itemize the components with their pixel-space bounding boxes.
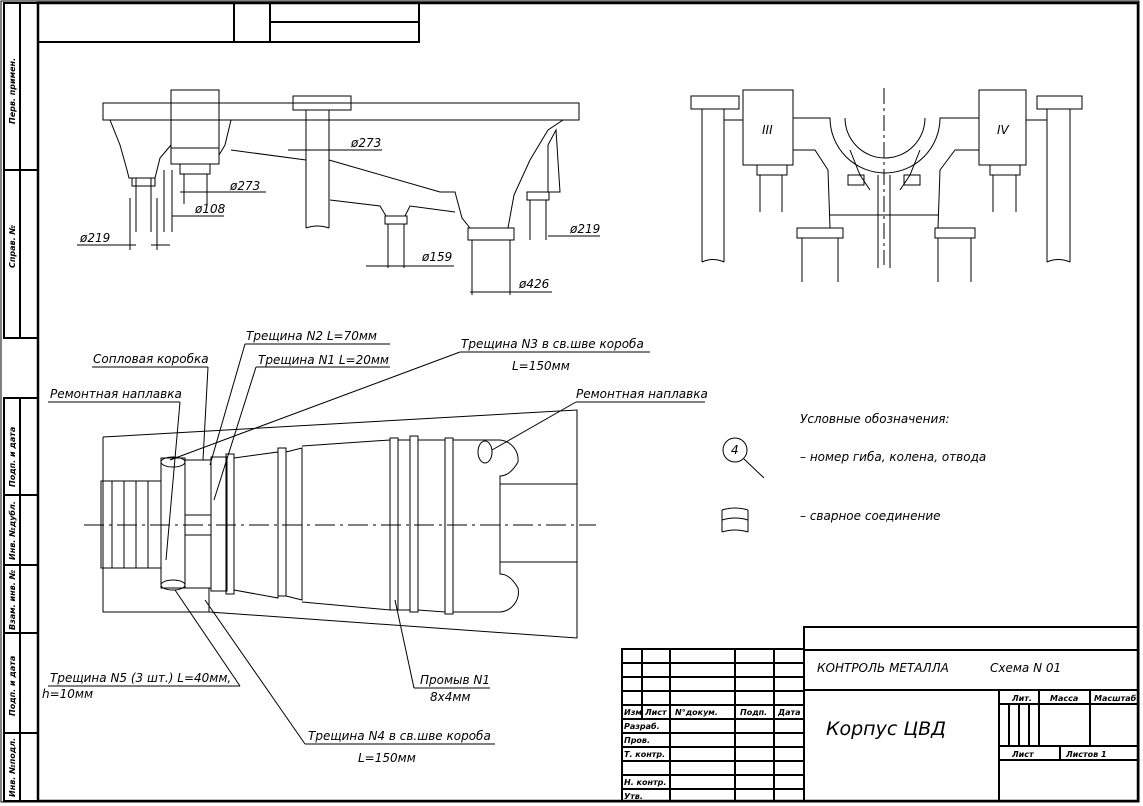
section-mark-iii: III [762,123,773,137]
dim-d159: ø159 [421,250,452,264]
side-strip [3,2,39,802]
legend-bend-text: – номер гиба, колена, отвода [800,450,986,464]
title-scheme: Схема N 01 [990,661,1061,675]
dim-d219-left: ø219 [79,231,110,245]
col-list: Лист [644,708,668,717]
row-razrab: Разраб. [624,721,660,731]
side-strip-labels: Перв. примен. Справ. № Подп. и дата Инв.… [7,58,17,797]
side-vzam-inv: Взам. инв. № [8,569,17,630]
callout-crack-n3-length: L=150мм [512,359,570,373]
dim-d273-a: ø273 [350,136,381,150]
legend-symbols [721,437,765,533]
cell-listov: Листов 1 [1065,750,1107,759]
dim-d219-right: ø219 [569,222,600,236]
legend: Условные обозначения: 4 – номер гиба, ко… [731,412,986,523]
callout-washout-n1-size: 8x4мм [430,690,470,704]
side-podp-data-1: Подп. и дата [8,427,17,487]
col-izm: Изм [624,708,642,717]
callout-crack-n2: Трещина N2 L=70мм [246,329,377,343]
row-tkontr: Т. контр. [624,750,665,759]
callout-repair-left: Ремонтная наплавка [50,387,182,401]
cell-lit: Лит. [1011,694,1032,703]
side-inv-dubl: Инв. №дубл. [7,501,17,560]
bend-number-icon [722,437,748,463]
dim-d273-b: ø273 [229,179,260,193]
dim-d426: ø426 [518,277,550,291]
dimension-labels: ø273 ø273 ø108 ø219 ø219 ø159 ø426 III I… [79,123,1010,291]
col-podp: Подп. [740,708,767,717]
section-mark-iv: IV [997,123,1010,137]
title-name: Корпус ЦВД [826,718,946,740]
title-block-labels: КОНТРОЛЬ МЕТАЛЛА Схема N 01 Корпус ЦВД И… [624,661,1137,801]
callout-repair-right: Ремонтная наплавка [576,387,708,401]
weld-joint-icon [721,507,749,533]
title-block [621,626,1139,802]
side-podp-data-2: Подп. и дата [8,656,17,716]
title-header: КОНТРОЛЬ МЕТАЛЛА [817,661,949,675]
callout-crack-n1: Трещина N1 L=20мм [258,353,389,367]
col-data: Дата [777,708,801,717]
row-utv: Утв. [624,792,643,801]
dim-d108: ø108 [194,202,226,216]
legend-bend-number: 4 [731,443,739,457]
side-sprav-no: Справ. № [8,225,17,268]
cell-list: Лист [1011,750,1035,759]
plan-view [84,409,596,639]
col-doc: N°докум. [675,708,718,717]
row-nkontr: Н. контр. [624,778,666,787]
side-inv-podl: Инв. №подл. [8,738,17,797]
cell-massa: Масса [1050,694,1078,703]
callout-crack-n4-length: L=150мм [358,751,416,765]
callout-crack-n5: Трещина N5 (3 шт.) L=40мм, [50,671,231,685]
side-perv-primen: Перв. примен. [8,58,17,124]
front-section-view [690,88,1083,282]
callout-crack-n3: Трещина N3 в св.шве короба [461,337,644,351]
callout-crack-n5-depth: h=10мм [42,687,93,701]
callout-washout-n1: Промыв N1 [420,673,490,687]
leader-lines [48,343,705,745]
legend-weld-text: – сварное соединение [800,509,941,523]
callout-nozzle-box: Сопловая коробка [93,352,209,366]
legend-title: Условные обозначения: [800,412,950,426]
row-prov: Пров. [624,736,650,745]
cell-masshtab: Масштаб [1094,693,1137,703]
side-elevation-view [77,89,600,295]
callout-labels: Трещина N2 L=70мм Трещина N1 L=20мм Трещ… [42,329,708,765]
callout-crack-n4: Трещина N4 в св.шве короба [308,729,491,743]
top-stamp [37,2,420,43]
